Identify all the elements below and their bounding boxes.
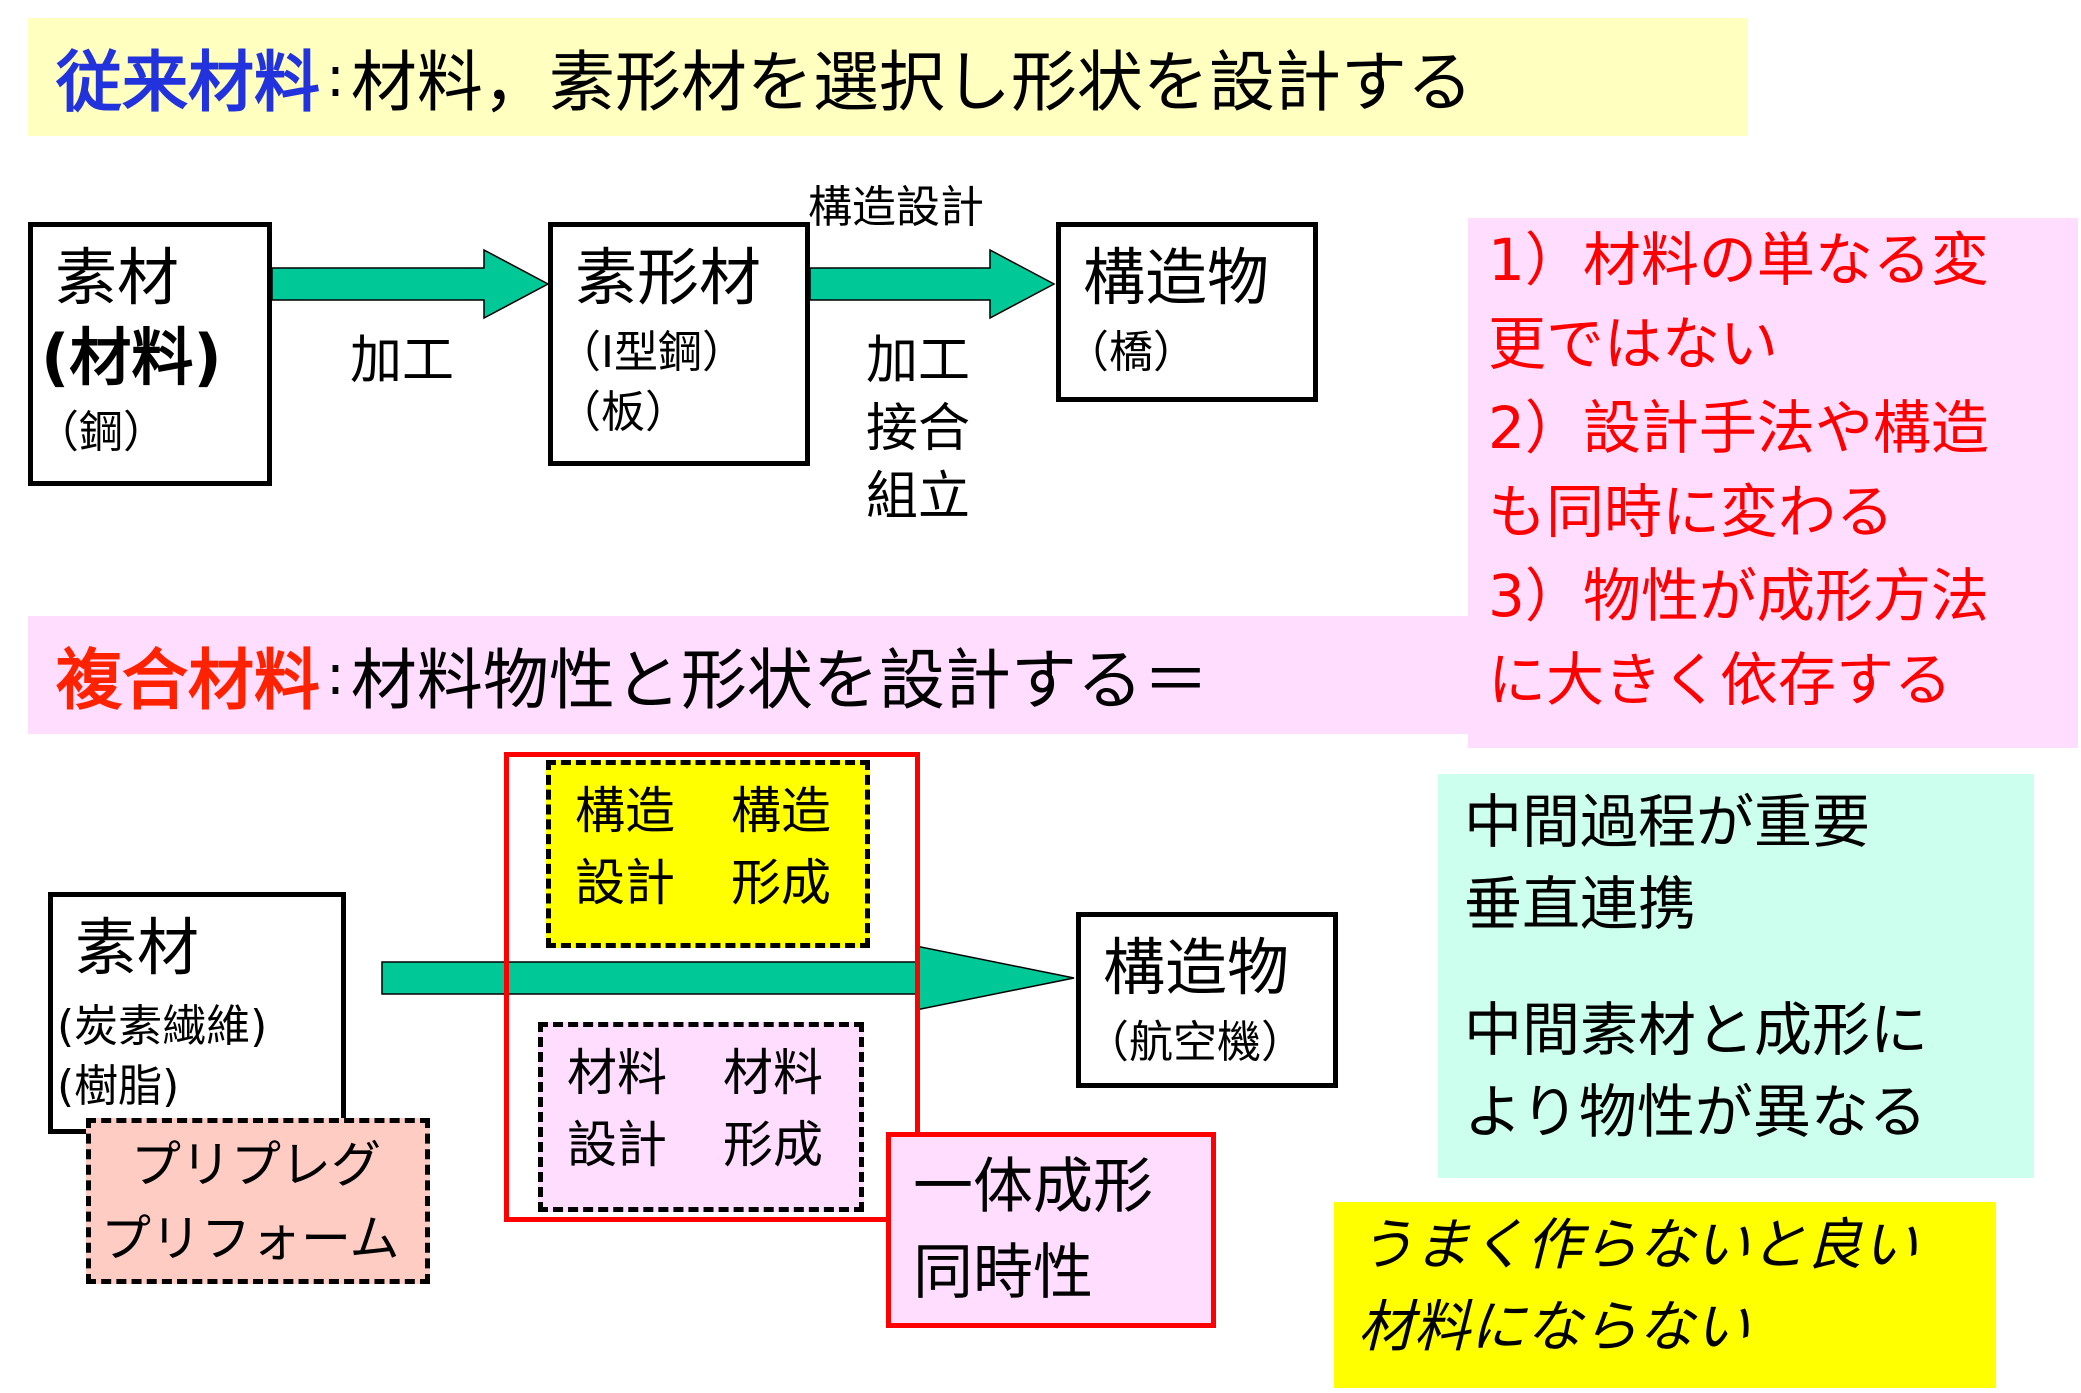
yellow-note-line-2: 材料にならない xyxy=(1358,1295,1750,1360)
arrow2-top-label: 構造設計 xyxy=(808,182,984,233)
bottom-title-prefix: 複合材料 xyxy=(56,642,320,719)
point-line-5: 3）物性が成形方法 xyxy=(1488,562,1989,630)
composite-raw-sub2: (樹脂) xyxy=(57,1061,180,1112)
struct-design-r2c2: 形成 xyxy=(731,854,831,912)
bottom-title-rest: 材料物性と形状を設計する＝ xyxy=(350,642,1209,719)
points-box: 1）材料の単なる変 更ではない 2）設計手法や構造 も同時に変わる 3）物性が成… xyxy=(1468,218,2078,748)
arrow2-label-1: 加工 xyxy=(866,331,971,391)
top-title-rest: 材料，素形材を選択し形状を設計する xyxy=(350,44,1473,121)
prepreg-box: プリプレグ プリフォーム xyxy=(86,1118,430,1284)
point-line-2: 更ではない xyxy=(1488,310,1779,378)
yellow-note-line-1: うまく作らないと良い xyxy=(1358,1213,1918,1278)
cyan-note-line-4: より物性が異なる xyxy=(1464,1078,1927,1146)
bottom-title-sep: : xyxy=(326,642,345,708)
structure-top-title: 構造物 xyxy=(1083,241,1270,314)
composite-structure-title: 構造物 xyxy=(1103,931,1290,1004)
mat-design-r1c1: 材料 xyxy=(567,1044,667,1102)
top-title-prefix: 従来材料 xyxy=(56,44,320,121)
struct-design-r1c1: 構造 xyxy=(575,782,675,840)
mat-design-r2c2: 形成 xyxy=(723,1116,823,1174)
composite-raw-sub1: (炭素繊維) xyxy=(57,1001,268,1052)
point-line-4: も同時に変わる xyxy=(1488,478,1895,546)
top-title-banner: 従来材料 : 材料，素形材を選択し形状を設計する xyxy=(28,18,1748,136)
arrow2-label-2: 接合 xyxy=(866,399,971,459)
cyan-note-line-3: 中間素材と成形に xyxy=(1464,996,1929,1064)
prepreg-line-2: プリフォーム xyxy=(101,1210,400,1268)
composite-raw-title: 素材 xyxy=(75,911,200,984)
point-line-6: に大きく依存する xyxy=(1488,646,1953,714)
point-line-1: 1）材料の単なる変 xyxy=(1488,226,1989,294)
raw-material-box: 素材 (材料) （鋼） xyxy=(28,222,272,486)
integrated-line-1: 一体成形 xyxy=(913,1152,1153,1222)
cyan-note-line-1: 中間過程が重要 xyxy=(1464,788,1871,856)
cyan-note-line-2: 垂直連携 xyxy=(1464,870,1697,938)
mat-design-r2c1: 設計 xyxy=(567,1116,667,1174)
top-title-sep: : xyxy=(326,44,345,110)
structure-design-box: 構造 構造 設計 形成 xyxy=(546,760,870,948)
integrated-line-2: 同時性 xyxy=(913,1238,1093,1308)
struct-design-r1c2: 構造 xyxy=(731,782,831,840)
struct-design-r2c1: 設計 xyxy=(575,854,675,912)
composite-raw-box: 素材 (炭素繊維) (樹脂) xyxy=(48,892,346,1134)
mat-design-r1c2: 材料 xyxy=(723,1044,823,1102)
shaped-material-box: 素形材 （I型鋼） （板） xyxy=(548,222,810,466)
shaped-material-sub1: （I型鋼） xyxy=(557,327,746,378)
cyan-note: 中間過程が重要 垂直連携 中間素材と成形に より物性が異なる xyxy=(1438,774,2034,1178)
yellow-note: うまく作らないと良い 材料にならない xyxy=(1334,1202,1996,1388)
material-design-box: 材料 材料 設計 形成 xyxy=(538,1022,864,1212)
arrow1-label: 加工 xyxy=(350,331,455,391)
arrow-raw-to-shaped xyxy=(271,248,550,320)
point-line-3: 2）設計手法や構造 xyxy=(1488,394,1989,462)
prepreg-line-1: プリプレグ xyxy=(131,1136,381,1194)
arrow2-label-3: 組立 xyxy=(866,467,971,527)
composite-structure-box: 構造物 （航空機） xyxy=(1076,912,1338,1088)
raw-material-example: （鋼） xyxy=(35,407,167,458)
raw-material-title: 素材 xyxy=(55,241,180,314)
arrow-shaped-to-structure xyxy=(809,248,1056,320)
integrated-molding-box: 一体成形 同時性 xyxy=(886,1132,1216,1328)
bottom-title-banner: 複合材料 : 材料物性と形状を設計する＝ xyxy=(28,616,1468,734)
composite-structure-sub: （航空機） xyxy=(1085,1017,1305,1068)
structure-box-top: 構造物 （橋） xyxy=(1056,222,1318,402)
design-group-frame xyxy=(504,752,920,1222)
shaped-material-sub2: （板） xyxy=(557,387,689,438)
structure-top-sub: （橋） xyxy=(1065,327,1197,378)
raw-material-sub: (材料) xyxy=(41,321,222,394)
shaped-material-title: 素形材 xyxy=(575,241,762,314)
